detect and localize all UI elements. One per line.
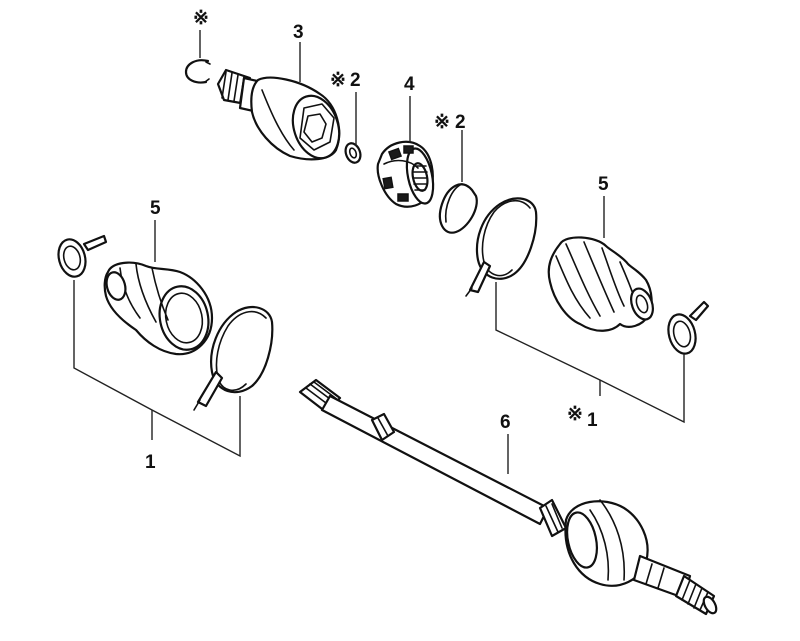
- axle-shaft: [298, 378, 718, 616]
- callout-3: 3: [293, 22, 304, 43]
- ref-mark-snap-ring: ※: [193, 8, 209, 29]
- clamp-left: [57, 234, 108, 278]
- boot-band-left: [193, 305, 274, 411]
- callout-2a: 2: [350, 70, 361, 91]
- circlip-small: [344, 142, 362, 164]
- callout-2b: 2: [455, 112, 466, 133]
- boot-left: [103, 261, 214, 356]
- outer-joint-housing: [216, 68, 341, 161]
- callout-1-right: 1: [587, 410, 598, 431]
- boot-right: [547, 236, 654, 332]
- boot-band-right: [465, 197, 538, 297]
- clamp-right: [667, 300, 710, 355]
- callout-1-left: 1: [145, 452, 156, 473]
- callout-labels: ※ 3 ※ 2 4 ※ 2 5 5 6 1 ※ 1: [145, 8, 609, 473]
- bearing-cage: [376, 140, 435, 208]
- ref-mark-2b: ※: [434, 112, 450, 133]
- callout-5-left: 5: [150, 198, 161, 219]
- callout-6: 6: [500, 412, 511, 433]
- ref-mark-1: ※: [567, 404, 583, 425]
- ref-mark-2a: ※: [330, 70, 346, 91]
- leader-lines: [73, 30, 685, 474]
- callout-5-right: 5: [598, 174, 609, 195]
- circlip-large: [438, 183, 478, 234]
- callout-4: 4: [404, 74, 415, 95]
- snap-ring-top: [184, 59, 211, 84]
